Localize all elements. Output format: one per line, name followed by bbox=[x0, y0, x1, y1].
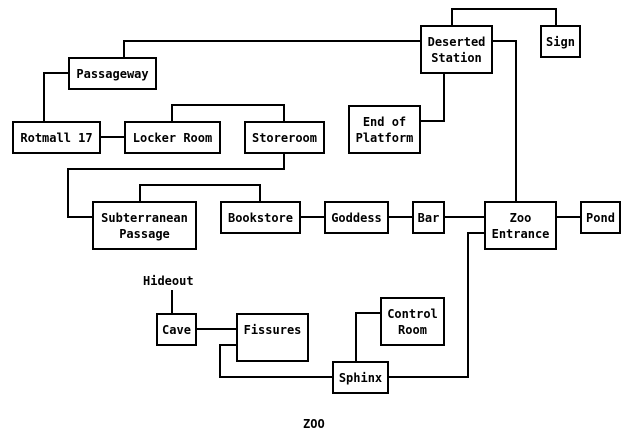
connection-storeroom-subterranean-passage bbox=[67, 153, 285, 218]
room-storeroom[interactable]: Storeroom bbox=[244, 121, 325, 154]
connection-sphinx-control-room bbox=[355, 312, 380, 361]
room-sign[interactable]: Sign bbox=[540, 25, 581, 58]
room-fissures[interactable]: Fissures bbox=[236, 313, 309, 362]
room-passageway[interactable]: Passageway bbox=[68, 57, 157, 90]
connection-deserted-station-sign bbox=[451, 8, 557, 25]
room-pond[interactable]: Pond bbox=[580, 201, 621, 234]
room-deserted-station[interactable]: Deserted Station bbox=[420, 25, 493, 74]
connection-deserted-station-zoo-entrance bbox=[492, 40, 517, 201]
map-title: ZOO bbox=[303, 417, 325, 431]
connection-deserted-station-end-of-platform bbox=[420, 73, 445, 122]
connection-passageway-rotmall-17 bbox=[43, 72, 68, 121]
room-hideout[interactable]: Hideout bbox=[143, 274, 194, 288]
room-cave[interactable]: Cave bbox=[156, 313, 197, 346]
room-bookstore[interactable]: Bookstore bbox=[220, 201, 301, 234]
room-control-room[interactable]: Control Room bbox=[380, 297, 445, 346]
room-rotmall-17[interactable]: Rotmall 17 bbox=[12, 121, 101, 154]
connection-fissures-sphinx bbox=[219, 344, 332, 378]
room-end-of-platform[interactable]: End of Platform bbox=[348, 105, 421, 154]
room-subterranean-passage[interactable]: Subterranean Passage bbox=[92, 201, 197, 250]
room-zoo-entrance[interactable]: Zoo Entrance bbox=[484, 201, 557, 250]
connection-passageway-deserted-station bbox=[123, 40, 420, 57]
connection-subterranean-passage-bookstore bbox=[139, 184, 261, 201]
connection-zoo-entrance-sphinx bbox=[388, 232, 484, 378]
room-locker-room[interactable]: Locker Room bbox=[124, 121, 221, 154]
room-sphinx[interactable]: Sphinx bbox=[332, 361, 389, 394]
room-bar[interactable]: Bar bbox=[412, 201, 445, 234]
connection-locker-room-storeroom bbox=[171, 104, 285, 121]
room-goddess[interactable]: Goddess bbox=[324, 201, 389, 234]
